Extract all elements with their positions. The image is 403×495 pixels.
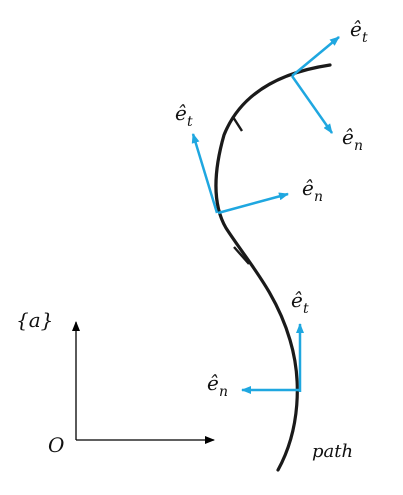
e-t-label-middle: ê t xyxy=(175,101,193,130)
path-tick-mark xyxy=(233,246,250,265)
path-direction-arrowhead xyxy=(222,115,244,135)
path-curve xyxy=(214,63,332,472)
svg-text:t: t xyxy=(187,114,193,130)
svg-text:ê: ê xyxy=(291,288,303,312)
e-t-vector-top xyxy=(291,36,340,77)
svg-text:n: n xyxy=(219,384,228,400)
svg-text:ê: ê xyxy=(175,101,187,125)
path-label: path xyxy=(312,441,353,462)
e-n-label-top: ê n xyxy=(342,125,363,154)
e-t-label-top: ê t xyxy=(350,17,368,46)
svg-text:t: t xyxy=(303,301,309,317)
svg-text:ê: ê xyxy=(207,371,219,395)
e-n-label-middle: ê n xyxy=(302,176,323,205)
origin-label: O xyxy=(48,433,64,457)
svg-text:ê: ê xyxy=(350,17,362,41)
svg-text:n: n xyxy=(314,189,323,205)
e-n-vector-top xyxy=(290,75,334,134)
unit-vectors xyxy=(191,36,340,394)
e-n-label-bottom: ê n xyxy=(207,371,228,400)
frame-axes xyxy=(72,321,215,444)
svg-text:ê: ê xyxy=(342,125,354,149)
e-n-vector-middle xyxy=(217,192,289,215)
svg-text:ê: ê xyxy=(302,176,314,200)
svg-text:t: t xyxy=(362,30,368,46)
svg-text:n: n xyxy=(354,138,363,154)
frame-label: {a} xyxy=(16,308,53,332)
e-t-vector-middle xyxy=(191,133,219,214)
e-t-label-bottom: ê t xyxy=(291,288,309,317)
